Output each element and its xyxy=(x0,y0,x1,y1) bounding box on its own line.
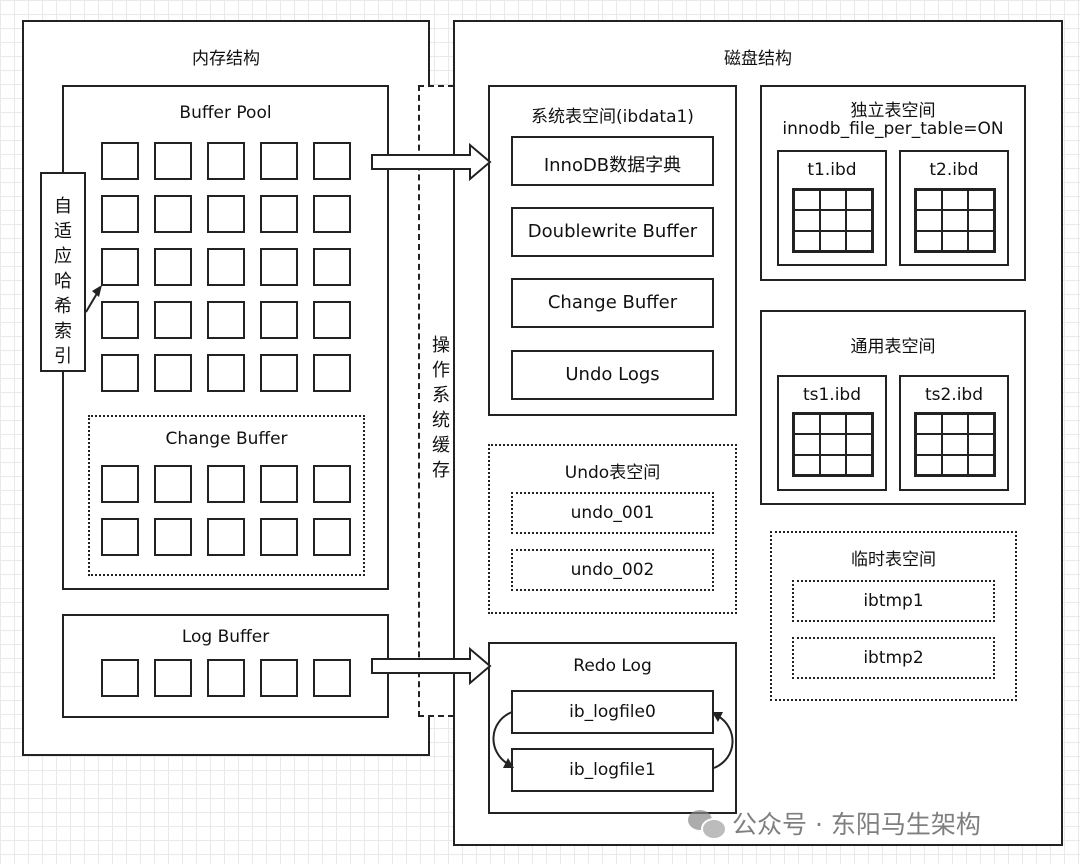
change-buffer-page xyxy=(154,465,192,503)
buffer-pool-page xyxy=(260,195,298,233)
buffer-pool-page xyxy=(101,142,139,180)
file-t2-ibd-pages xyxy=(914,188,996,253)
temp-item-ibtmp1 xyxy=(792,580,995,622)
system-tablespace-title: 系统表空间(ibdata1) xyxy=(531,107,694,127)
file-ts2-ibd-label: ts2.ibd xyxy=(924,385,984,405)
file-t1-ibd-label: t1.ibd xyxy=(807,160,857,180)
buffer-pool-page xyxy=(101,354,139,392)
redo-cycle-left-arrow xyxy=(492,711,513,765)
system-item-change-buffer-label: Change Buffer xyxy=(547,292,678,313)
file-per-table-subtitle: innodb_file_per_table=ON xyxy=(782,119,1004,139)
change-buffer-page xyxy=(207,518,245,556)
undo-tablespace-title: Undo表空间 xyxy=(564,463,661,483)
log-buffer-page xyxy=(313,659,351,697)
buffer-pool-page xyxy=(154,142,192,180)
redo-cycle-right-arrow xyxy=(713,715,734,769)
buffer-pool-page xyxy=(154,354,192,392)
system-item-undo-logs-label: Undo Logs xyxy=(565,364,660,385)
file-ts2-ibd-pages xyxy=(914,412,996,477)
os-cache-label: 操作系统缓存 xyxy=(432,335,450,481)
buffer-pool-page xyxy=(154,301,192,339)
log-buffer-page xyxy=(154,659,192,697)
buffer-pool-page xyxy=(260,248,298,286)
buffer-pool-flush-arrow xyxy=(371,142,492,182)
log-buffer-page xyxy=(260,659,298,697)
file-ts1-ibd-pages xyxy=(792,412,874,477)
buffer-pool-page xyxy=(101,301,139,339)
buffer-pool-title: Buffer Pool xyxy=(179,103,272,123)
undo-item-002 xyxy=(511,549,714,591)
change-buffer-page xyxy=(260,465,298,503)
file-per-table-title: 独立表空间 xyxy=(850,101,936,121)
undo-item-001-label: undo_001 xyxy=(570,503,655,523)
buffer-pool-page xyxy=(154,195,192,233)
buffer-pool-page xyxy=(313,301,351,339)
buffer-pool-page xyxy=(260,301,298,339)
log-buffer-page xyxy=(101,659,139,697)
buffer-pool-page xyxy=(260,142,298,180)
buffer-pool-page xyxy=(260,354,298,392)
log-buffer-title: Log Buffer xyxy=(181,627,270,647)
buffer-pool-page xyxy=(313,195,351,233)
change-buffer-page xyxy=(313,465,351,503)
redo-log-title: Redo Log xyxy=(573,656,652,676)
memory-change-buffer-title: Change Buffer xyxy=(165,429,288,449)
system-item-doublewrite-buffer xyxy=(511,207,714,257)
adaptive-hash-index-box xyxy=(40,172,86,372)
buffer-pool-page xyxy=(313,248,351,286)
disk-structure-title: 磁盘结构 xyxy=(724,49,792,69)
system-item-undo-logs xyxy=(511,350,714,400)
buffer-pool-page xyxy=(101,195,139,233)
change-buffer-page xyxy=(207,465,245,503)
watermark-text: 公众号 · 东阳马生架构 xyxy=(732,810,981,839)
buffer-pool-page xyxy=(207,142,245,180)
change-buffer-page xyxy=(313,518,351,556)
buffer-pool-page xyxy=(207,195,245,233)
system-item-data-dictionary xyxy=(511,136,714,186)
general-tablespace-title: 通用表空间 xyxy=(850,337,936,357)
undo-item-002-label: undo_002 xyxy=(570,560,655,580)
buffer-pool-page xyxy=(207,354,245,392)
file-t1-ibd-pages xyxy=(792,188,874,253)
log-buffer-flush-arrow xyxy=(371,646,492,686)
change-buffer-page xyxy=(101,518,139,556)
redo-logfile-1-label: ib_logfile1 xyxy=(569,760,656,780)
temp-item-ibtmp2 xyxy=(792,637,995,679)
change-buffer-page xyxy=(260,518,298,556)
memory-structure-title: 内存结构 xyxy=(192,49,260,69)
buffer-pool-page xyxy=(313,354,351,392)
buffer-pool-page xyxy=(313,142,351,180)
undo-item-001 xyxy=(511,492,714,534)
buffer-pool-page xyxy=(207,301,245,339)
redo-logfile-0 xyxy=(511,690,714,734)
temp-tablespace-title: 临时表空间 xyxy=(851,550,936,570)
change-buffer-page xyxy=(154,518,192,556)
temp-item-ibtmp1-label: ibtmp1 xyxy=(863,591,924,611)
change-buffer-page xyxy=(101,465,139,503)
buffer-pool-page xyxy=(101,248,139,286)
file-t2-ibd-label: t2.ibd xyxy=(929,160,979,180)
system-item-change-buffer xyxy=(511,278,714,328)
watermark: 公众号 · 东阳马生架构 xyxy=(688,805,981,841)
adaptive-hash-index-label: 自适应哈希索引 xyxy=(54,196,72,367)
buffer-pool-page xyxy=(154,248,192,286)
buffer-pool-page xyxy=(207,248,245,286)
system-item-data-dictionary-label: InnoDB数据字典 xyxy=(543,155,682,176)
temp-item-ibtmp2-label: ibtmp2 xyxy=(863,648,924,668)
wechat-icon xyxy=(688,808,727,840)
file-ts1-ibd-label: ts1.ibd xyxy=(802,385,862,405)
system-item-doublewrite-buffer-label: Doublewrite Buffer xyxy=(527,221,698,242)
redo-logfile-1 xyxy=(511,748,714,792)
log-buffer-page xyxy=(207,659,245,697)
redo-logfile-0-label: ib_logfile0 xyxy=(569,702,656,722)
